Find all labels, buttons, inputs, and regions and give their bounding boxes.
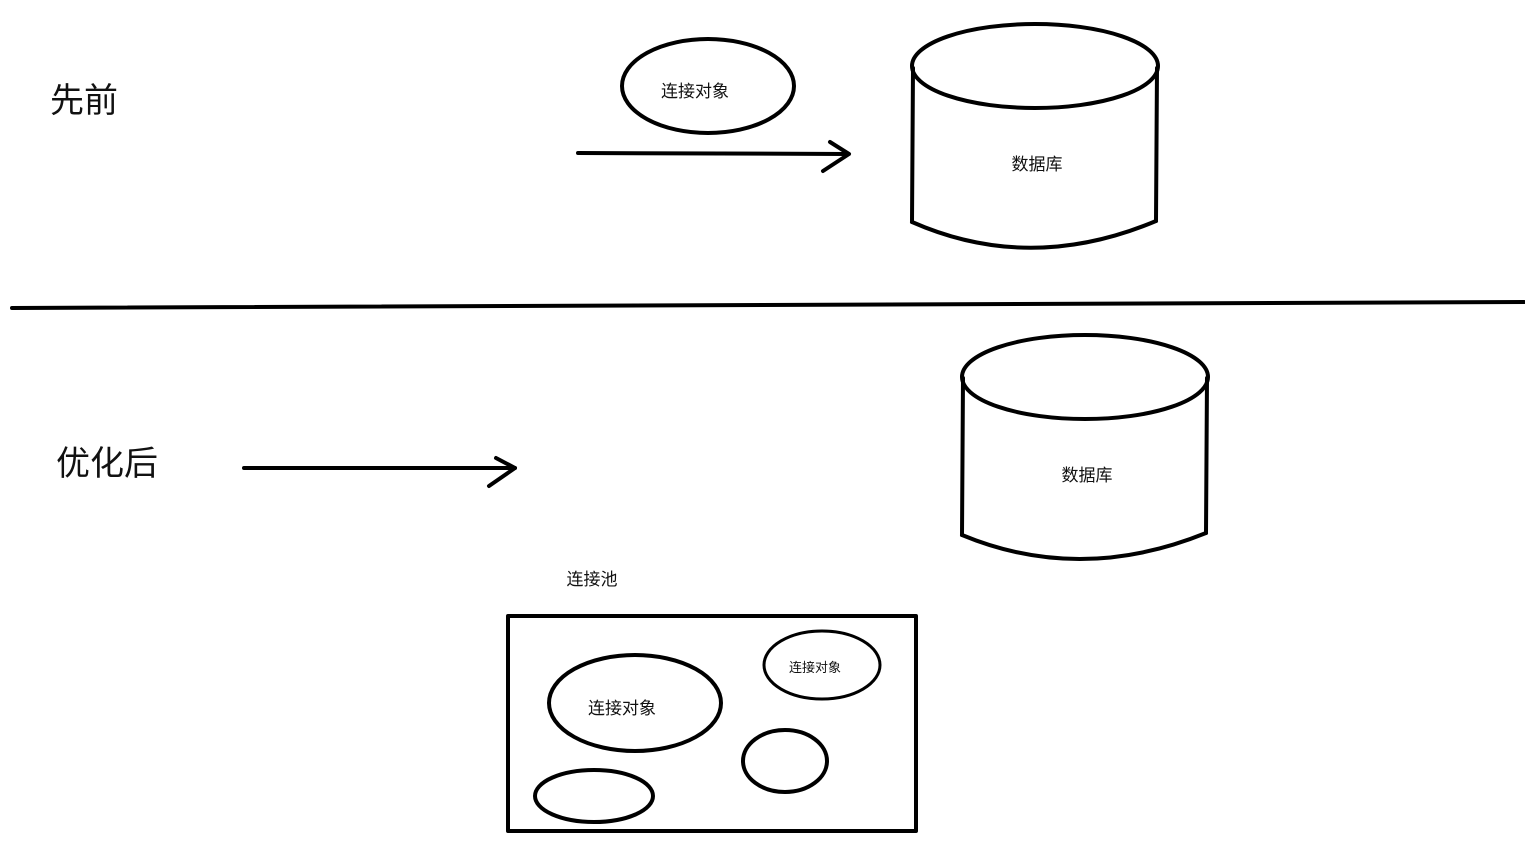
connection-pool: 连接对象 连接对象 [506,614,918,833]
after-section: 优化后 数据库 连接池 连接对象 连接对象 [56,333,1210,833]
after-database: 数据库 [960,333,1210,561]
pool-connection-object-small: 连接对象 [762,629,882,701]
before-database: 数据库 [910,22,1160,250]
pool-connection-object-large-label: 连接对象 [588,699,656,719]
after-arrow [242,456,517,488]
after-title: 优化后 [56,444,158,484]
before-title: 先前 [50,81,118,121]
pool-connection-object-large: 连接对象 [547,653,723,753]
pool-connection-object-small-label: 连接对象 [789,660,841,676]
pool-connection-object-circle [741,728,829,794]
section-divider [10,300,1525,310]
after-database-label: 数据库 [1062,466,1113,486]
before-connection-object-label: 连接对象 [661,82,729,102]
before-database-label: 数据库 [1012,155,1063,175]
pool-connection-object-bottom [533,768,655,824]
before-section: 先前 连接对象 数据库 [50,22,1160,250]
pool-label: 连接池 [567,570,618,590]
before-connection-object: 连接对象 [620,37,796,135]
before-arrow [576,140,851,173]
